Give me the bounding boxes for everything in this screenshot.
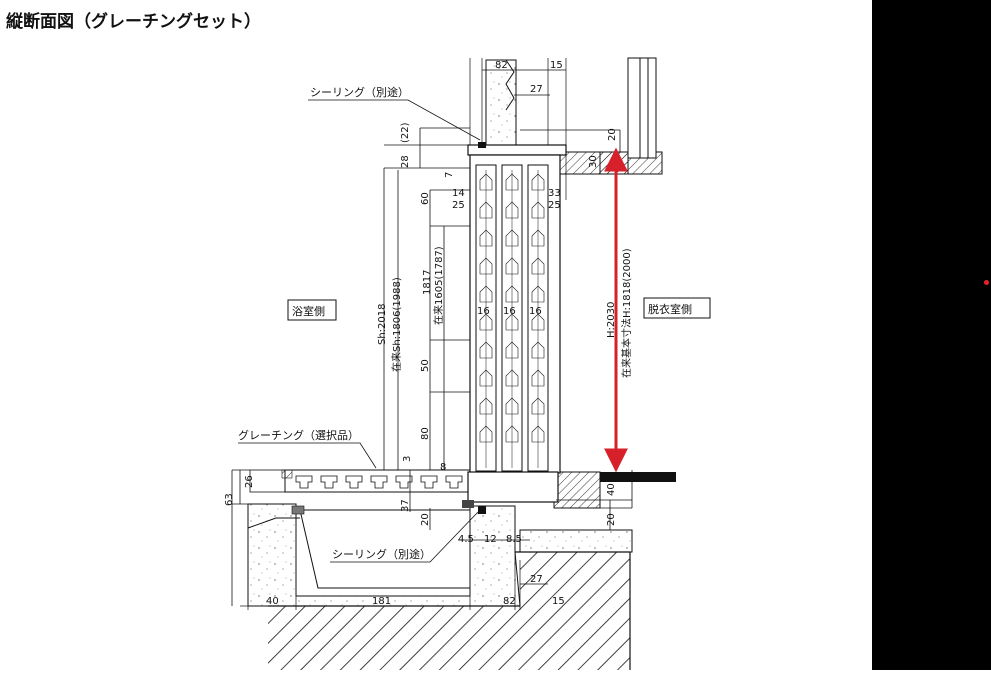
- bath-side-box: [287, 299, 337, 321]
- grating-tooth: [345, 475, 363, 489]
- dim-37: 37: [400, 499, 411, 512]
- panel-detail: [531, 285, 545, 303]
- dim-8-5: 8.5: [506, 534, 522, 545]
- panel-detail: [531, 369, 545, 387]
- panel-detail: [479, 397, 493, 415]
- door-frame: [462, 142, 567, 514]
- room-label-dressing: 脱衣室側: [648, 302, 692, 316]
- dim-8: 8: [440, 462, 446, 473]
- panel-detail: [505, 173, 519, 191]
- dim-28: 28: [400, 155, 411, 168]
- dim-sh: Sh:2018: [377, 303, 388, 345]
- panel-detail: [531, 201, 545, 219]
- callout-sealing-top: シーリング（別途）: [310, 85, 409, 99]
- extension-lines: [232, 58, 632, 610]
- dim-existing-sh: 在来Sh:1806(1988): [391, 277, 403, 372]
- dim-16-a: 16: [477, 306, 490, 317]
- dressing-side-box: [643, 297, 711, 319]
- panel-detail: [479, 257, 493, 275]
- dimension-lines: [231, 69, 633, 607]
- panel-detail: [479, 313, 493, 331]
- panel-detail: [505, 369, 519, 387]
- dim-40-bottom: 40: [266, 596, 279, 607]
- panel-detail: [531, 229, 545, 247]
- panel-detail: [505, 229, 519, 247]
- panel-detail: [479, 341, 493, 359]
- dim-22: (22): [400, 122, 411, 143]
- dim-14: 14: [452, 188, 465, 199]
- concrete-base: [247, 503, 521, 607]
- panel-detail: [531, 313, 545, 331]
- grating-tooth: [295, 475, 313, 489]
- panel-detail: [479, 201, 493, 219]
- dim-27-bottom: 27: [530, 574, 543, 585]
- page-title: 縦断面図（グレーチングセット）: [6, 11, 261, 32]
- panel-detail: [505, 257, 519, 275]
- panel-detail: [479, 173, 493, 191]
- dim-63: 63: [224, 493, 235, 506]
- panel-detail: [531, 341, 545, 359]
- panel-detail: [531, 257, 545, 275]
- dim-30: 30: [588, 155, 599, 168]
- red-dot: [984, 280, 989, 285]
- room-label-bath: 浴室側: [292, 304, 325, 318]
- dim-181: 181: [372, 596, 391, 607]
- panel-detail: [479, 285, 493, 303]
- grating: [249, 469, 476, 515]
- panel-detail: [479, 425, 493, 443]
- panel-detail: [505, 313, 519, 331]
- dim-7: 7: [444, 172, 455, 178]
- dim-82-bottom: 82: [503, 596, 516, 607]
- dim-15-bottom: 15: [552, 596, 565, 607]
- dim-82-top: 82: [495, 60, 508, 71]
- dim-existing-1605: 在来1605(1787): [433, 246, 445, 325]
- dim-h: H:2030: [606, 302, 617, 338]
- dim-80: 80: [420, 427, 431, 440]
- dim-existing-h: 在来基本寸法H:1818(2000): [620, 248, 633, 378]
- grating-tooth: [445, 475, 463, 489]
- panel-detail: [505, 425, 519, 443]
- panel-detail: [505, 201, 519, 219]
- leader-lines: [238, 99, 481, 563]
- dim-20-right: 20: [606, 513, 617, 526]
- dim-15-top: 15: [550, 60, 563, 71]
- panel-detail: [505, 341, 519, 359]
- dim-25-left: 25: [452, 200, 465, 211]
- panel-detail: [531, 173, 545, 191]
- panel-detail: [479, 369, 493, 387]
- grating-tooth: [420, 475, 438, 489]
- panel-detail: [505, 397, 519, 415]
- dim-33: 33: [548, 188, 561, 199]
- grating-tooth: [395, 475, 413, 489]
- dim-3: 3: [402, 456, 413, 462]
- callout-grating: グレーチング（選択品）: [238, 428, 359, 442]
- dim-20-top: 20: [607, 128, 618, 141]
- dim-16-c: 16: [529, 306, 542, 317]
- dim-27-top: 27: [530, 84, 543, 95]
- grating-tooth: [370, 475, 388, 489]
- dim-26: 26: [244, 475, 255, 488]
- callout-sealing-bottom: シーリング（別途）: [332, 547, 431, 561]
- panel-detail: [479, 229, 493, 247]
- grating-tooth: [320, 475, 338, 489]
- dim-1817: 1817: [422, 270, 433, 295]
- dim-20-low: 20: [420, 513, 431, 526]
- right-black-bar: [872, 0, 991, 670]
- dim-16-b: 16: [503, 306, 516, 317]
- dim-40: 40: [606, 483, 617, 496]
- dim-50: 50: [420, 359, 431, 372]
- dim-60: 60: [420, 192, 431, 205]
- dim-4-5: 4.5: [458, 534, 474, 545]
- dim-25-right: 25: [548, 200, 561, 211]
- dim-12: 12: [484, 534, 497, 545]
- panel-detail: [505, 285, 519, 303]
- panel-detail: [531, 397, 545, 415]
- panel-detail: [531, 425, 545, 443]
